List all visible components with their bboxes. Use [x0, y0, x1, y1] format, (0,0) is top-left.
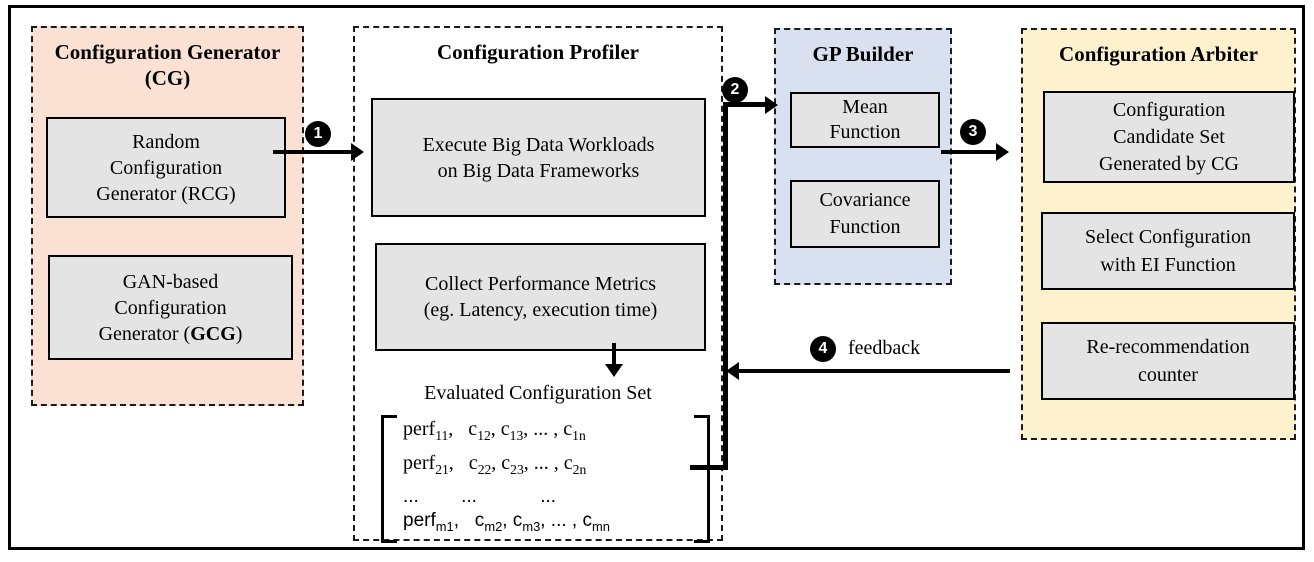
matrix-row: perf21, c22, c23, ... , c2n [403, 452, 587, 477]
gcg-last-line: Generator (GCG) [99, 321, 243, 347]
panel-title-configuration-profiler: Configuration Profiler [436, 40, 639, 64]
evaluated-configuration-set-label: Evaluated Configuration Set [424, 382, 652, 404]
matrix-left-bracket [381, 415, 397, 543]
panel-configuration-profiler: Configuration Profiler Execute Big Data … [353, 26, 723, 544]
text-line: Select Configuration [1084, 226, 1252, 248]
text-line: Covariance [819, 189, 911, 211]
text-line: (CG) [144, 66, 191, 90]
text-line: Configuration [109, 156, 223, 179]
arrow4-line [738, 369, 1010, 373]
text-line: counter [1138, 364, 1198, 386]
arrow2-bottom-segment [690, 465, 728, 470]
collect-down-line [612, 343, 616, 366]
arrow4-head-icon [726, 362, 739, 380]
box-select-configuration-ei: Select Configuration with EI Function [1041, 212, 1295, 290]
text-line: Collect Performance Metrics [424, 273, 657, 295]
evaluated-configuration-matrix: perf11, c12, c13, ... , c1n perf21, c22, … [403, 418, 610, 544]
arrow1-line [273, 150, 353, 154]
arrow3-head-icon [996, 143, 1009, 161]
text-line: Random [132, 130, 200, 153]
matrix-row: ... ... ... [403, 486, 557, 507]
text-line: Re-recommendation [1086, 336, 1250, 358]
step1-badge: 1 [305, 121, 331, 147]
text-line: Configuration Generator [54, 40, 281, 64]
text-line: Generated by CG [1099, 152, 1239, 175]
feedback-label: feedback [848, 337, 921, 359]
text-line: Candidate Set [1113, 125, 1225, 148]
text-line: on Big Data Frameworks [437, 159, 640, 182]
panel-title-configuration-arbiter: Configuration Arbiter [1059, 42, 1258, 66]
text-line: Configuration [1112, 98, 1226, 121]
gcg-last-suffix: ) [235, 322, 243, 345]
matrix-row: perf11, c12, c13, ... , c1n [403, 418, 586, 443]
box-execute-workloads: Execute Big Data Workloads on Big Data Fr… [371, 98, 706, 217]
text-line: Mean [842, 96, 888, 118]
text-line: GAN-based [122, 270, 219, 293]
gcg-last-prefix: Generator ( [98, 322, 191, 345]
gcg-acronym: GCG [190, 322, 236, 345]
panel-title-configuration-generator: Configuration Generator(CG) [33, 28, 302, 91]
step2-badge: 2 [722, 77, 748, 103]
text-line: Generator (RCG) [96, 182, 236, 205]
box-collect-metrics: Collect Performance Metrics (eg. Latency,… [375, 243, 706, 351]
arrow1-head-icon [351, 143, 364, 161]
text-line: Execute Big Data Workloads [422, 133, 655, 156]
arrow3-line [941, 150, 998, 154]
text-line: (eg. Latency, execution time) [423, 299, 658, 321]
step4-badge: 4 [810, 336, 836, 362]
box-re-recommendation-counter: Re-recommendation counter [1041, 322, 1295, 400]
step3-badge: 3 [960, 119, 986, 145]
arrow2-head-icon [765, 96, 778, 114]
text-line: Function [829, 121, 901, 143]
text-line: Configuration [114, 296, 227, 319]
collect-down-head-icon [605, 364, 623, 377]
matrix-row: perfm1, cm2, cm3, ... , cmn [403, 510, 610, 534]
text-line: Function [829, 216, 901, 238]
arrow2-top-segment [723, 102, 767, 107]
panel-title-gp-builder: GP Builder [812, 42, 914, 66]
matrix-right-bracket [694, 415, 710, 543]
arrow2-vertical-segment [723, 102, 728, 470]
text-line: with EI Function [1100, 254, 1236, 276]
